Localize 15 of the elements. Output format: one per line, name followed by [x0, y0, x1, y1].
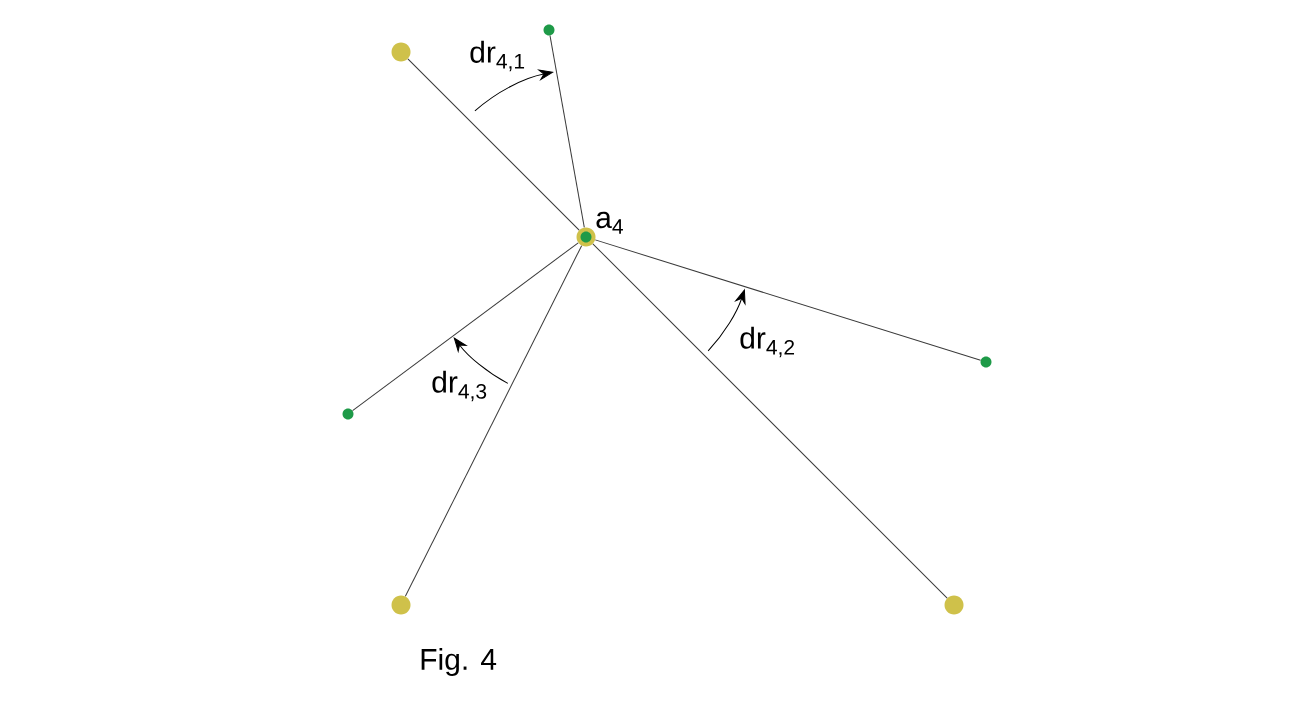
angle-label: dr$_{4,1}$: [470, 40, 525, 72]
angle-label: dr$_{4,2}$: [740, 326, 794, 358]
connector-line: [407, 58, 580, 231]
connector-line: [594, 239, 982, 361]
connector-line: [404, 245, 583, 597]
figure-caption: Fig. 4: [421, 648, 497, 676]
node-dot: [944, 595, 964, 615]
node-dot: [391, 42, 411, 62]
node-dot: [391, 595, 411, 615]
connector-line: [592, 243, 948, 599]
node-label: a$_{4}$: [596, 211, 623, 234]
angle-label: dr$_{4,3}$: [432, 370, 487, 402]
connector-line: [352, 242, 579, 412]
connector-line: [549, 35, 585, 228]
node-dot: [576, 227, 596, 247]
